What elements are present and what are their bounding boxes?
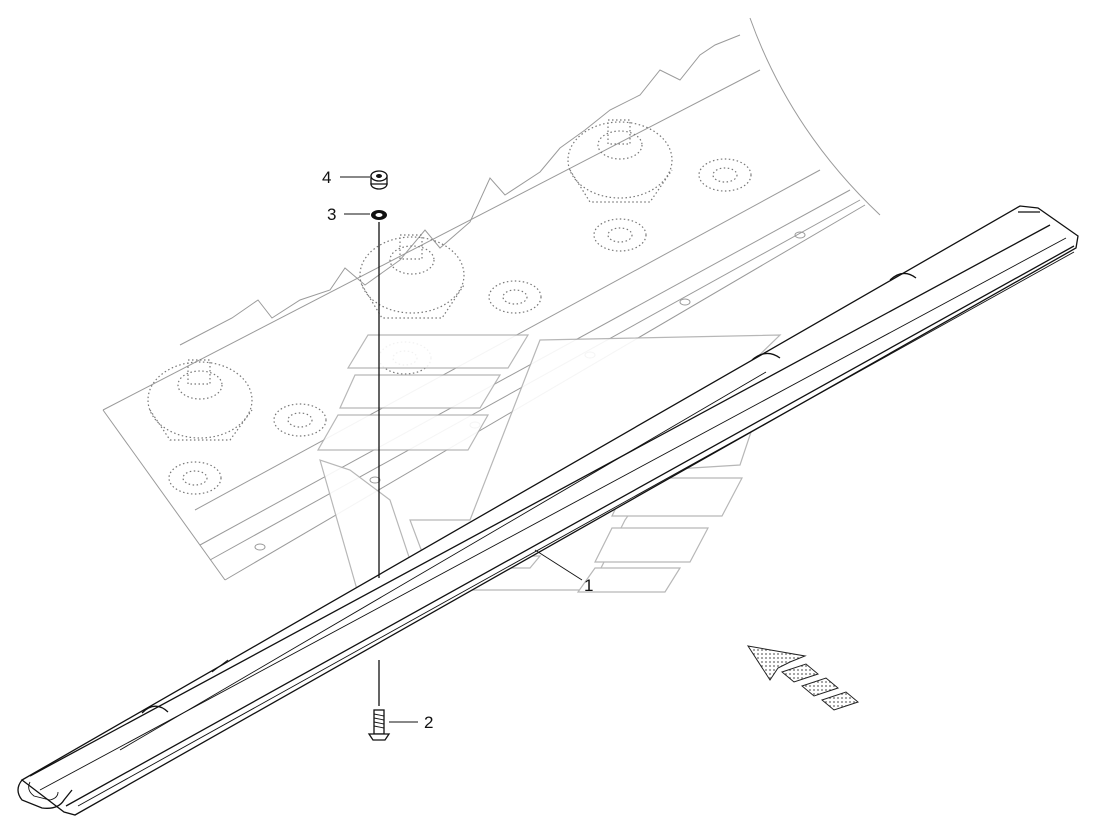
nut-part-4 — [370, 170, 388, 190]
cutting-disc-hub — [147, 359, 253, 441]
travel-direction-arrow-icon — [746, 645, 860, 711]
guard-rail-part-1 — [17, 205, 1079, 816]
cutting-disc-hub — [567, 119, 673, 203]
callout-3: 3 — [327, 205, 336, 224]
leader-lines — [340, 176, 583, 723]
washer-part-3 — [371, 210, 387, 220]
watermark-logo — [316, 334, 782, 601]
bolt-part-2 — [367, 709, 391, 741]
callout-2: 2 — [424, 713, 433, 732]
callout-4: 4 — [322, 168, 331, 187]
cutting-disc-hub — [359, 234, 465, 319]
callout-1: 1 — [584, 576, 593, 595]
